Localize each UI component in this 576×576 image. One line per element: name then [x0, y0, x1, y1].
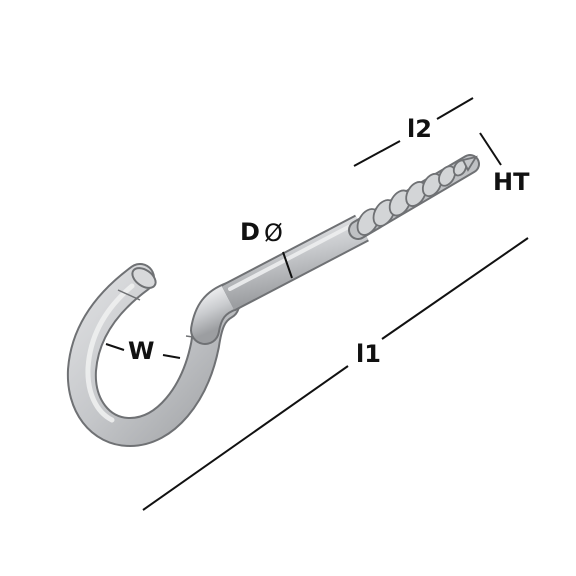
hook-seam-top: [117, 289, 141, 301]
thread-turn-3: [388, 189, 412, 217]
screw-tip: [461, 155, 478, 172]
l2-dimension-line-right: [436, 97, 474, 120]
w-label: W: [128, 337, 154, 365]
screw-hook-icon: [66, 154, 480, 448]
hook-tip-cap: [131, 267, 157, 289]
thread-turn-6: [438, 165, 456, 187]
l2-label: l2: [407, 115, 432, 143]
l1-dimension-line-upper: [381, 237, 529, 340]
hook-highlight: [85, 283, 135, 423]
shank-fill: [221, 216, 369, 310]
ht-dimension-line: [479, 132, 502, 166]
w-dimension-line-right: [162, 354, 181, 359]
d-label: D: [240, 218, 260, 246]
diameter-symbol: Ø: [264, 219, 283, 247]
diameter-marker: [282, 251, 293, 279]
thread-section: [348, 154, 480, 240]
l1-dimension-line-lower: [142, 365, 349, 511]
w-dimension-line-left: [105, 343, 125, 351]
dimension-lines: [105, 97, 529, 511]
l2-dimension-line-left: [353, 140, 401, 167]
thread-turn-5: [421, 172, 443, 198]
ht-label: HT: [493, 168, 530, 196]
shank-highlight: [228, 220, 360, 291]
l1-label: l1: [356, 340, 381, 368]
thread-turn-4: [405, 181, 427, 207]
